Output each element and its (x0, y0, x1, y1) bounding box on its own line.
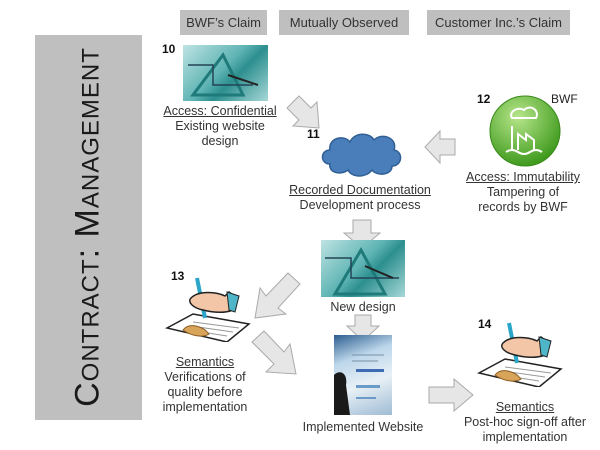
node-12-badge: BWF (551, 92, 578, 106)
new-design-label: New design (330, 300, 396, 314)
arrow-down-icon (346, 314, 380, 342)
node-11-title: Recorded Documentation (289, 183, 431, 197)
node-10-title: Access: Confidential (163, 104, 277, 118)
node-14-desc-line1: Post-hoc sign-off after (463, 415, 587, 429)
header-bwf-claim: BWF’s Claim (180, 10, 267, 35)
banner-title: Contract: Management (68, 47, 107, 407)
implemented-website-image (334, 335, 392, 415)
node-12-title: Access: Immutability (466, 170, 580, 184)
node-14-desc-line2: implementation (482, 430, 568, 444)
node-11-number: 11 (307, 127, 320, 141)
node-13-desc-line2: quality before (167, 385, 243, 399)
arrow-down-right-icon (286, 95, 320, 129)
cloud-icon (321, 133, 402, 177)
header-mutually-observed: Mutually Observed (279, 10, 409, 35)
node-10-desc-line2: design (201, 134, 239, 148)
signing-hand-icon (164, 277, 251, 342)
node-10-desc-line1: Existing website (175, 119, 265, 133)
node-12-number: 12 (477, 92, 491, 106)
arrow-down-right-icon (251, 330, 297, 375)
node-13-number: 13 (171, 269, 185, 283)
node-10-caption: Access: Confidential Existing website de… (155, 104, 285, 149)
node-13-title: Semantics (175, 355, 235, 369)
header-customer-claim: Customer Inc.’s Claim (427, 10, 570, 35)
node-14-number: 14 (478, 317, 492, 331)
node-12-desc-line1: Tampering of (486, 185, 560, 199)
node-14-title: Semantics (495, 400, 555, 414)
node-12-caption: Access: Immutability Tampering of record… (458, 170, 588, 215)
node-13-desc-line1: Verifications of (164, 370, 246, 384)
node-12-desc-line2: records by BWF (478, 200, 568, 214)
node-13-caption: Semantics Verifications of quality befor… (150, 355, 260, 415)
factory-icon (489, 95, 561, 167)
arrow-right-icon (428, 378, 474, 412)
node-14-caption: Semantics Post-hoc sign-off after implem… (455, 400, 595, 445)
arrow-down-left-icon (254, 272, 301, 319)
node-10-number: 10 (162, 42, 176, 56)
node-11-caption: Recorded Documentation Development proce… (280, 183, 440, 213)
signing-hand-icon (476, 322, 563, 387)
blueprint-image (183, 45, 268, 101)
implemented-website-label: Implemented Website (302, 420, 424, 434)
node-11-desc-line1: Development process (299, 198, 421, 212)
node-13-desc-line3: implementation (162, 400, 248, 414)
contract-banner: Contract: Management (35, 35, 142, 420)
new-design-image (321, 240, 405, 297)
arrow-left-icon (424, 129, 456, 165)
